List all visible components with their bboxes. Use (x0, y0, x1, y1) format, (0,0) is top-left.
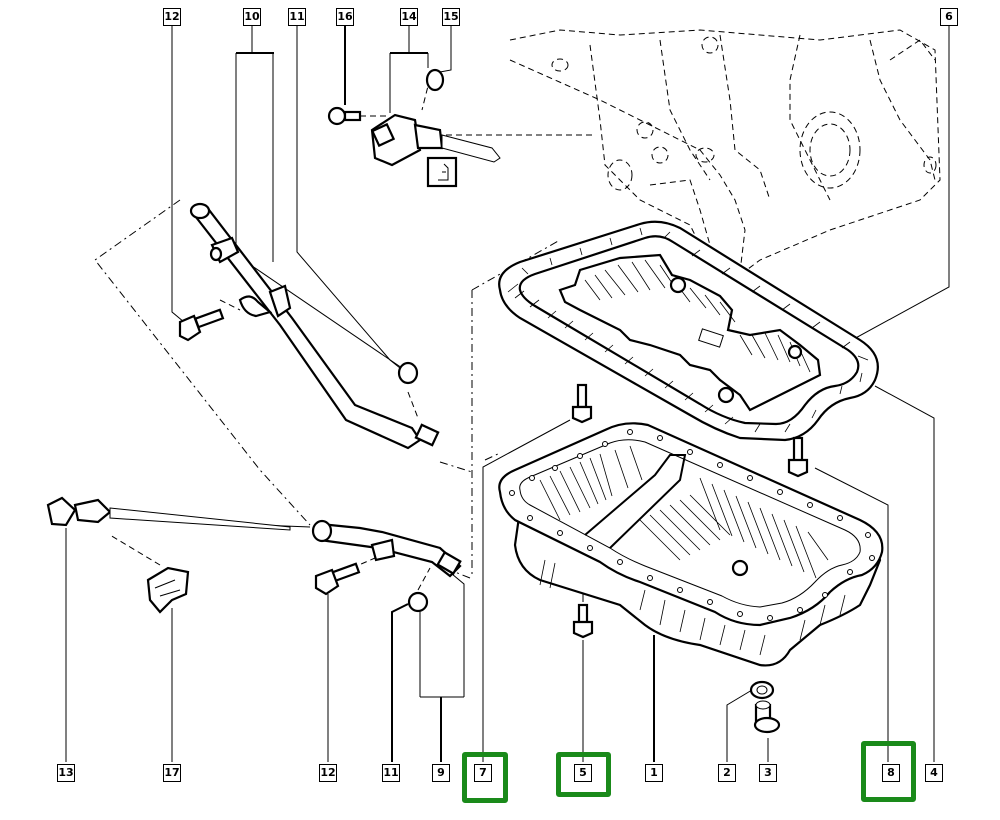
sump-bolt-5 (572, 603, 594, 639)
baffle-plate (558, 253, 822, 412)
callout-13[interactable]: 13 (57, 764, 75, 782)
callout-11-top[interactable]: 11 (288, 8, 306, 26)
callout-14[interactable]: 14 (400, 8, 418, 26)
dipstick-clip (146, 566, 190, 614)
callout-12-top[interactable]: 12 (163, 8, 181, 26)
sensor-bolt (327, 106, 362, 126)
sensor-seal (425, 68, 445, 92)
tube-bolt-upper (178, 308, 225, 342)
oil-sump (498, 422, 884, 667)
leader-lines (65, 26, 950, 762)
callout-12-bottom[interactable]: 12 (319, 764, 337, 782)
callout-8[interactable]: 8 (882, 764, 900, 782)
dipstick-tube-upper (189, 202, 440, 450)
callout-15[interactable]: 15 (442, 8, 460, 26)
callout-17[interactable]: 17 (163, 764, 181, 782)
callout-10[interactable]: 10 (243, 8, 261, 26)
dipstick-tube-lower (311, 519, 462, 613)
sump-bolt-7 (571, 383, 593, 424)
callout-5[interactable]: 5 (574, 764, 592, 782)
callout-2[interactable]: 2 (718, 764, 736, 782)
callout-6[interactable]: 6 (940, 8, 958, 26)
oil-level-sensor (370, 113, 501, 188)
dipstick (46, 496, 291, 531)
tube-bolt-lower (314, 562, 361, 596)
callout-16[interactable]: 16 (336, 8, 354, 26)
callout-4[interactable]: 4 (925, 764, 943, 782)
callout-11-bottom[interactable]: 11 (382, 764, 400, 782)
sump-flange-holes (509, 429, 875, 621)
callout-1[interactable]: 1 (645, 764, 663, 782)
sump-bolt-8 (787, 436, 809, 478)
callout-3[interactable]: 3 (759, 764, 777, 782)
callout-9[interactable]: 9 (432, 764, 450, 782)
drain-plug (753, 700, 781, 734)
engine-block-outline (509, 29, 941, 276)
drain-washer (749, 680, 775, 700)
callout-7[interactable]: 7 (474, 764, 492, 782)
